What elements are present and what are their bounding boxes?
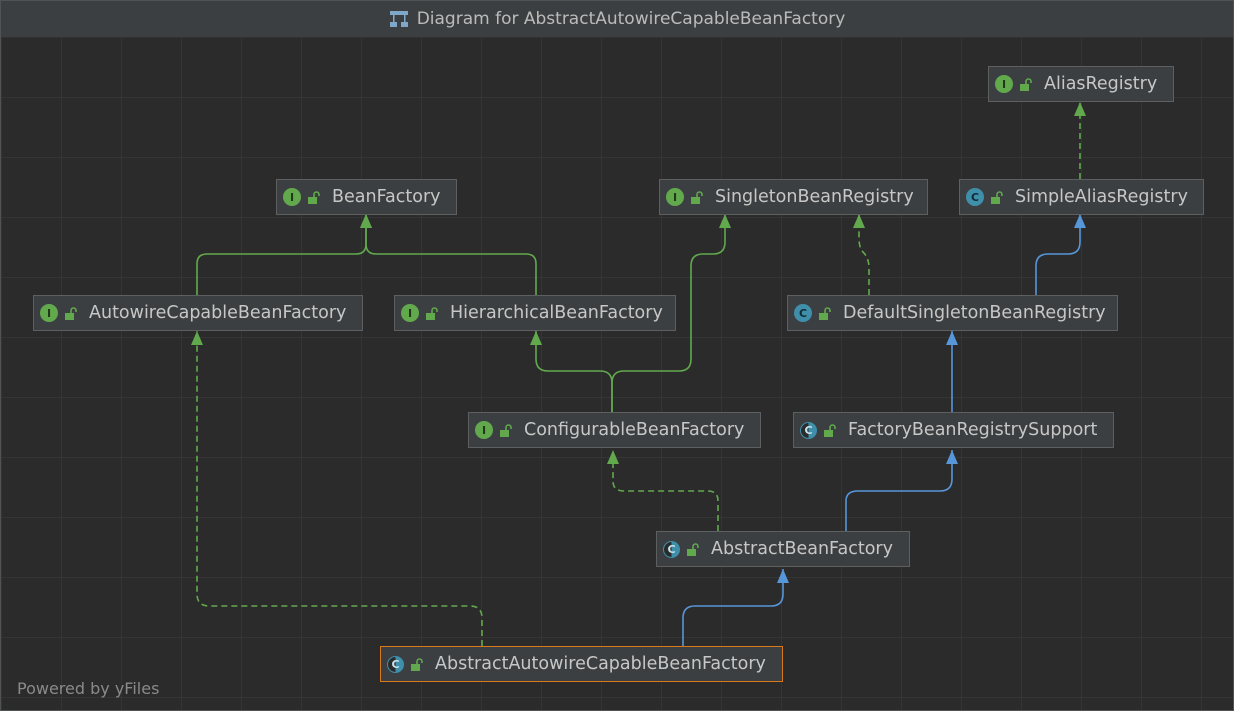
node-label: SimpleAliasRegistry [1015,187,1188,207]
unlocked-icon [819,306,831,320]
abstract-class-icon: C [800,421,817,439]
unlocked-icon [691,190,703,204]
interface-icon: I [475,421,493,439]
node-label: SingletonBeanRegistry [715,187,914,207]
edge-abstractautowire-to-abstractbean [682,569,789,646]
unlocked-icon [65,306,77,320]
node-default-singleton-bean-registry[interactable]: C DefaultSingletonBeanRegistry [787,295,1118,331]
node-factory-bean-registry-support[interactable]: C FactoryBeanRegistrySupport [793,412,1114,448]
node-bean-factory[interactable]: I BeanFactory [276,179,457,215]
node-label: AliasRegistry [1044,74,1158,94]
node-label: AutowireCapableBeanFactory [89,303,347,323]
inheritance-edges [191,102,1086,646]
abstract-class-icon: C [387,655,404,673]
node-singleton-bean-registry[interactable]: I SingletonBeanRegistry [659,179,928,215]
unlocked-icon [824,423,836,437]
abstract-class-icon: C [663,540,680,558]
unlocked-icon [991,190,1003,204]
edge-abstractbean-to-configurable [607,450,719,531]
edge-hierarchical-to-beanfactory [360,214,537,295]
powered-by-label: Powered by yFiles [17,679,160,698]
node-simple-alias-registry[interactable]: C SimpleAliasRegistry [959,179,1204,215]
unlocked-icon [1020,77,1032,91]
edge-configurable-to-hierarchical [530,331,613,412]
edge-defaultsingleton-to-singleton [853,214,870,295]
node-label: FactoryBeanRegistrySupport [848,420,1098,440]
unlocked-icon [500,423,512,437]
edge-abstractautowire-to-autowire [191,331,483,646]
interface-icon: I [283,188,301,206]
node-abstract-autowire-capable-bean-factory[interactable]: C AbstractAutowireCapableBeanFactory [380,646,783,682]
node-label: BeanFactory [332,187,441,207]
node-label: AbstractAutowireCapableBeanFactory [435,654,766,674]
edge-configurable-to-singleton [611,214,731,412]
node-hierarchical-bean-factory[interactable]: I HierarchicalBeanFactory [394,295,676,331]
interface-icon: I [666,188,684,206]
unlocked-icon [308,190,320,204]
title-bar: Diagram for AbstractAutowireCapableBeanF… [1,1,1233,38]
interface-icon: I [40,304,58,322]
diagram-canvas[interactable]: I AliasRegistry I BeanFactory I Singleto… [1,38,1233,710]
node-label: DefaultSingletonBeanRegistry [843,303,1106,323]
node-configurable-bean-factory[interactable]: I ConfigurableBeanFactory [468,412,761,448]
unlocked-icon [411,657,423,671]
unlocked-icon [426,306,438,320]
node-label: HierarchicalBeanFactory [450,303,663,323]
node-label: AbstractBeanFactory [711,539,893,559]
node-alias-registry[interactable]: I AliasRegistry [988,66,1174,102]
diagram-icon [389,11,408,27]
class-icon: C [966,188,984,206]
class-icon: C [794,304,812,322]
unlocked-icon [687,542,699,556]
edge-defaultsingleton-to-simplealias [1035,214,1086,295]
interface-icon: I [995,75,1013,93]
node-autowire-capable-bean-factory[interactable]: I AutowireCapableBeanFactory [33,295,363,331]
node-abstract-bean-factory[interactable]: C AbstractBeanFactory [656,531,910,567]
edge-autowire-to-beanfactory [196,214,372,295]
window-title: Diagram for AbstractAutowireCapableBeanF… [416,9,846,29]
edge-abstractbean-to-factorysupport [845,450,958,531]
node-label: ConfigurableBeanFactory [524,420,745,440]
interface-icon: I [401,304,419,322]
